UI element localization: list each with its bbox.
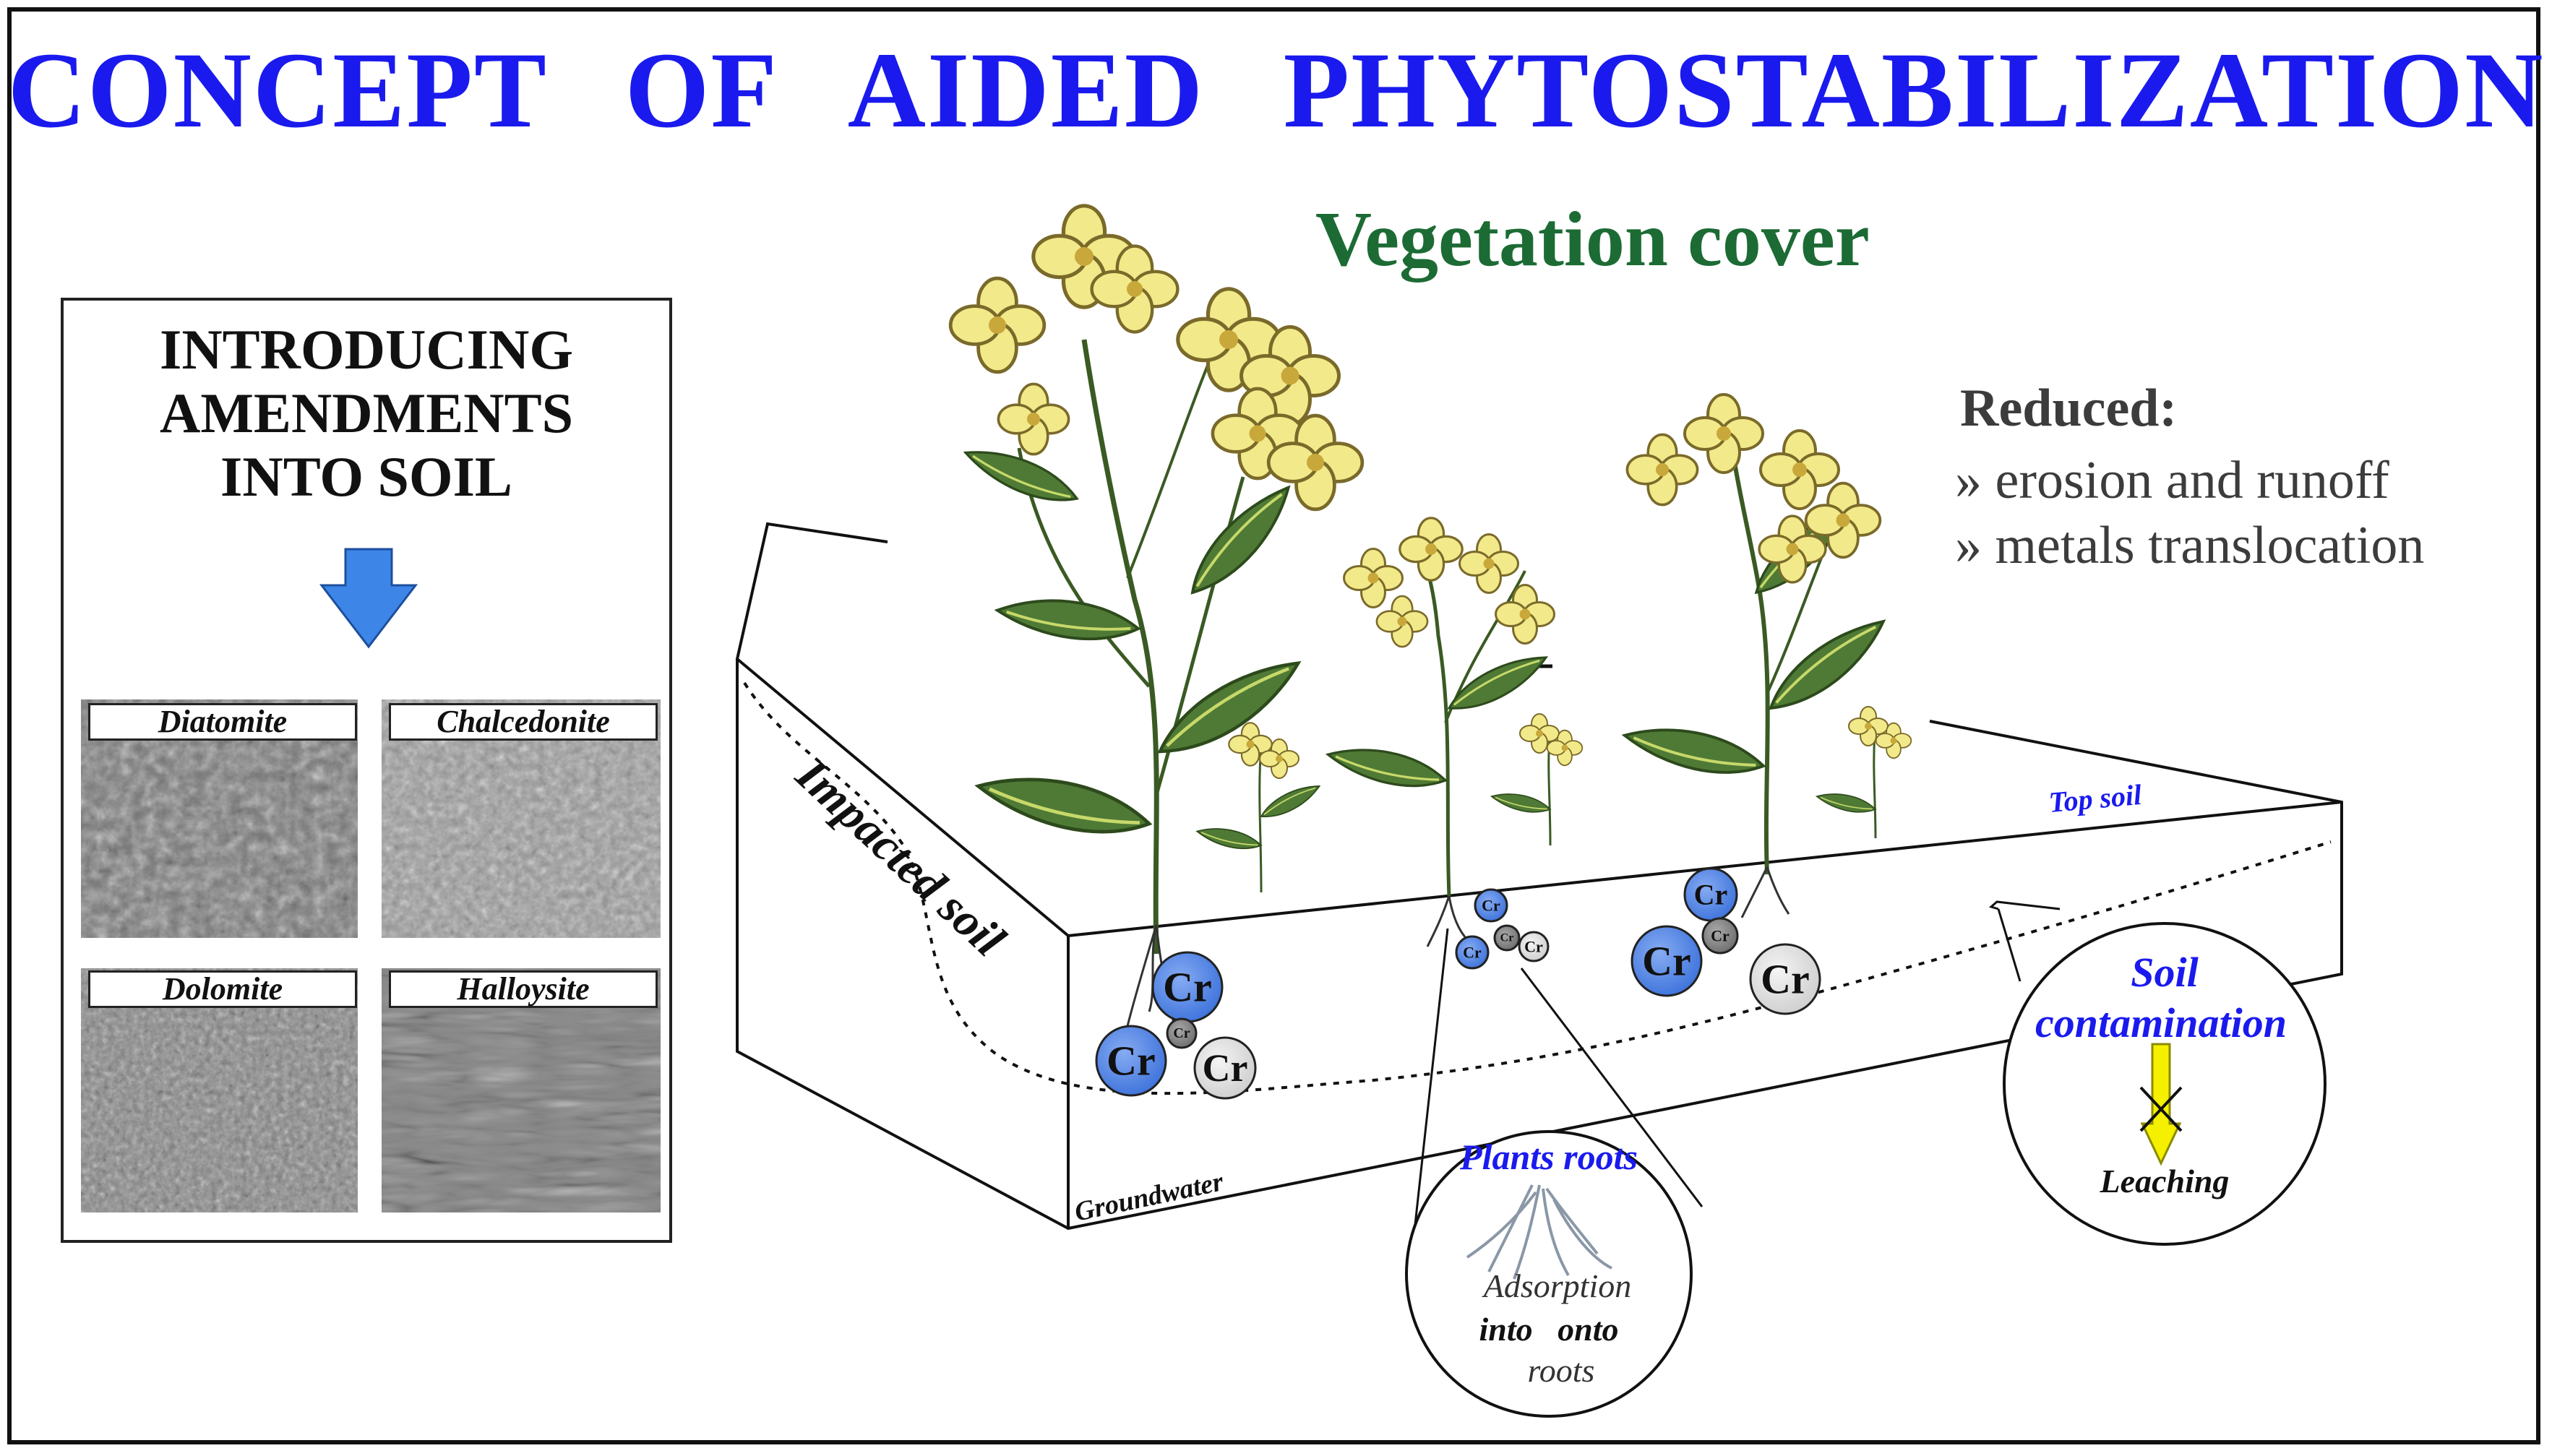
contamination-title-line: contamination [2035, 999, 2287, 1046]
plant-large [950, 206, 1362, 955]
svg-text:Cr: Cr [1163, 964, 1212, 1011]
impacted-soil-label: Impacted soil [786, 748, 1015, 967]
metal-ion: Cr [1493, 924, 1521, 952]
amendments-heading-line: AMENDMENTS [159, 382, 573, 445]
plant-right [1620, 393, 1899, 875]
amendments-heading-line: INTRODUCING [159, 318, 574, 381]
metal-ion: Cr [1474, 888, 1508, 923]
contamination-title-line: Soil [2131, 949, 2199, 996]
vegetation-cover-label: Vegetation cover [1315, 197, 1870, 283]
plant-middle [1324, 517, 1555, 897]
top-soil-label: Top soil [2048, 778, 2144, 819]
svg-text:Cr: Cr [1482, 897, 1500, 915]
callout-lines [1412, 900, 2061, 1245]
metal-ion: Cr [1151, 951, 1224, 1023]
metal-ion: Cr [1193, 1036, 1257, 1100]
svg-text:Cr: Cr [1203, 1046, 1248, 1090]
roots-callout-line1: Adsorption [1482, 1267, 1631, 1304]
svg-text:Cr: Cr [1500, 932, 1514, 944]
roots-callout: Plants roots Adsorption into onto roots [1405, 1130, 1693, 1418]
svg-text:Cr: Cr [1761, 956, 1810, 1003]
svg-text:Cr: Cr [1463, 944, 1482, 962]
blocked-cross-icon [2139, 1086, 2183, 1132]
metal-ion: Cr [1683, 867, 1738, 922]
amendments-heading-line: INTO SOIL [220, 445, 512, 509]
root-sketch-icon [1466, 1184, 1612, 1280]
small-plant-1 [1195, 722, 1325, 893]
roots-callout-line3: roots [1528, 1352, 1595, 1389]
metal-ion: Cr [1631, 925, 1703, 997]
roots-callout-title: Plants roots [1459, 1137, 1638, 1177]
material-label-diatomite: Diatomite [88, 703, 357, 741]
diagram-title: CONCEPT OF AIDED PHYTOSTABILIZATION [7, 30, 2545, 150]
amendment-arrow-icon [319, 548, 418, 649]
svg-text:Cr: Cr [1524, 938, 1543, 956]
leaching-label: Leaching [2100, 1163, 2230, 1199]
svg-text:Cr: Cr [1107, 1038, 1156, 1085]
roots-callout-line2: into onto [1479, 1311, 1618, 1348]
metal-ion: Cr [1749, 943, 1821, 1015]
sem-image-dolomite [81, 968, 358, 1212]
reduced-item-translocation: » metals translocation [1955, 516, 2425, 575]
contamination-callout: Soil contamination Leaching [2003, 922, 2327, 1246]
small-plant-2 [1490, 713, 1584, 846]
groundwater-label: Groundwater [1072, 1166, 1226, 1228]
material-label-chalcedonite: Chalcedonite [389, 703, 658, 741]
reduced-heading: Reduced: [1960, 379, 2178, 438]
svg-text:Cr: Cr [1711, 927, 1730, 945]
metal-ion: Cr [1166, 1017, 1198, 1049]
amendments-heading: INTRODUCING AMENDMENTS INTO SOIL [0, 318, 733, 509]
svg-text:Cr: Cr [1642, 938, 1691, 985]
material-label-dolomite: Dolomite [88, 970, 357, 1008]
svg-text:Cr: Cr [1694, 879, 1728, 911]
material-label-halloysite: Halloysite [389, 970, 658, 1008]
svg-text:Cr: Cr [1173, 1025, 1190, 1041]
reduced-item-erosion: » erosion and runoff [1955, 451, 2389, 510]
metal-ion: Cr [1455, 935, 1490, 970]
metal-ions: Cr Cr Cr Cr Cr Cr Cr Cr Cr Cr Cr Cr [1095, 867, 1821, 1100]
small-plant-3 [1815, 706, 1912, 839]
metal-ion: Cr [1518, 931, 1550, 962]
leaching-arrow-icon [2140, 1043, 2182, 1166]
metal-ion: Cr [1095, 1025, 1167, 1097]
metal-ion: Cr [1701, 917, 1739, 955]
sem-image-halloysite [382, 968, 661, 1212]
